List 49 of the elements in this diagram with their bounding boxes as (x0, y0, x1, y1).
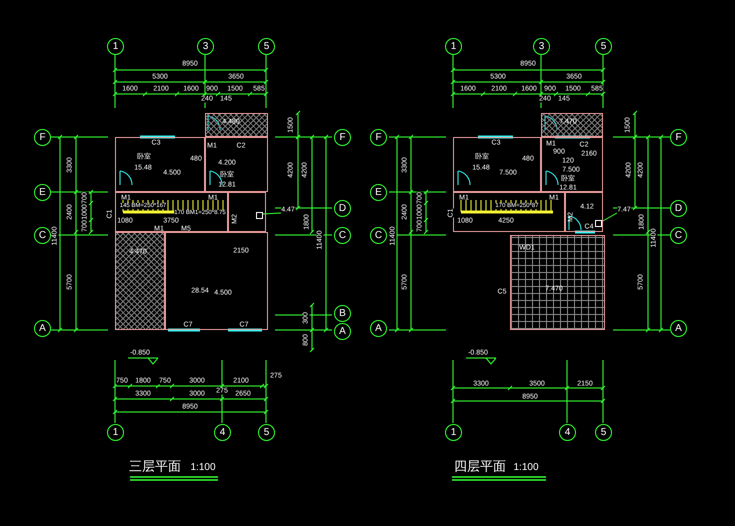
axis-bubble: A (334, 323, 351, 340)
axis-bubble: 1 (445, 424, 462, 441)
axis-bubble: C (670, 227, 687, 244)
axis-bubble: 5 (595, 424, 612, 441)
axis-bubble: 4 (214, 424, 231, 441)
bedroom (205, 137, 268, 192)
axis-bubble: A (670, 320, 687, 337)
living-room (165, 232, 268, 330)
axis-bubble: 5 (595, 38, 612, 55)
axis-bubble: E (34, 184, 51, 201)
axis-bubble: F (670, 129, 687, 146)
leader-line (262, 212, 282, 214)
axis-bubble: 3 (197, 38, 214, 55)
axis-bubble: F (334, 129, 351, 146)
axis-bubble: 1 (445, 38, 462, 55)
terrace (115, 232, 165, 330)
square-symbol (256, 212, 263, 219)
bedroom (453, 137, 541, 192)
axis-bubble: 1 (107, 424, 124, 441)
axis-bubble: D (670, 200, 687, 217)
drawing-title: 三层平面 (129, 460, 181, 472)
roof-terrace (510, 235, 605, 330)
stair-room (115, 192, 228, 232)
small-room (228, 192, 266, 232)
bedroom (541, 137, 603, 192)
axis-bubble: 5 (258, 38, 275, 55)
square-symbol (595, 220, 602, 227)
stair-room (453, 192, 565, 232)
axis-bubble: D (334, 200, 351, 217)
axis-bubble: 1 (107, 38, 124, 55)
axis-bubble: C (334, 227, 351, 244)
axis-bubble: A (370, 320, 387, 337)
axis-bubble: 5 (258, 424, 275, 441)
axis-bubble: F (34, 129, 51, 146)
axis-bubble: F (370, 129, 387, 146)
drawing-title: 四层平面 (454, 460, 506, 472)
scale-label: 1:100 (190, 463, 216, 473)
axis-bubble: C (370, 227, 387, 244)
balcony (205, 113, 268, 137)
axis-bubble: 3 (533, 38, 550, 55)
scale-label: 1:100 (513, 463, 539, 473)
bedroom (115, 137, 205, 192)
leader-line (600, 212, 618, 222)
axis-bubble: B (334, 305, 351, 322)
axis-bubble: A (34, 320, 51, 337)
axis-bubble: E (370, 184, 387, 201)
axis-bubble: 4 (559, 424, 576, 441)
balcony (541, 113, 603, 137)
small-room (565, 192, 603, 232)
